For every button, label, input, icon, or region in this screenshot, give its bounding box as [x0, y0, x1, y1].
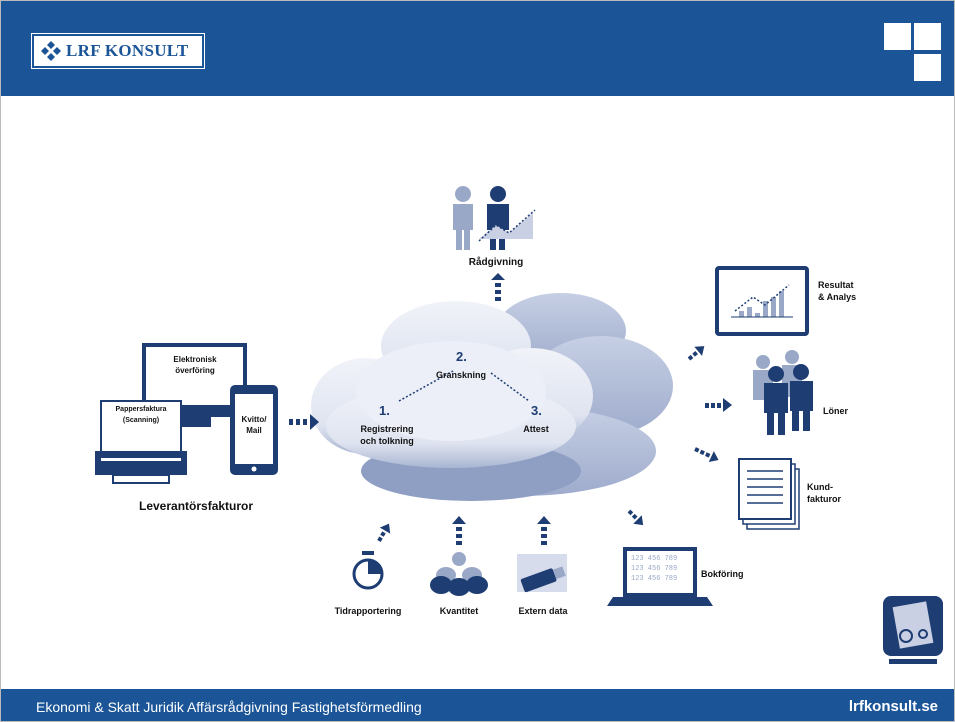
result-line1: Resultat — [818, 280, 854, 290]
corner-square-icon — [914, 54, 941, 81]
stopwatch-icon — [352, 551, 384, 590]
corner-square-icon — [914, 23, 941, 50]
external-data-label: Extern data — [518, 606, 568, 616]
customer-invoices-icon — [738, 458, 800, 530]
step-1-label: Registrering och tolkning — [347, 423, 427, 447]
invoices-line2: fakturor — [807, 494, 842, 504]
lrf-konsult-logo: LRF KONSULT — [31, 33, 205, 69]
digits-row: 123 456 789 — [631, 575, 678, 583]
result-analysis-chart-icon — [715, 266, 809, 336]
monitor-icon — [142, 343, 247, 427]
digits-row: 123 456 789 — [631, 555, 678, 563]
step-3-number: 3. — [531, 403, 542, 418]
corner-square-icon — [884, 23, 911, 50]
step-1-label-line2: och tolkning — [360, 436, 414, 446]
phone-icon — [230, 385, 278, 475]
paper-line1: Pappersfaktura — [115, 406, 167, 413]
quantity-people-icon — [430, 552, 488, 596]
suppliers-arrow-icon — [289, 414, 319, 430]
step-2-number: 2. — [456, 349, 467, 364]
footer-services: Ekonomi & Skatt Juridik Affärsrådgivning… — [36, 699, 422, 715]
header-bar: LRF KONSULT — [1, 1, 954, 96]
scanner-icon — [95, 400, 187, 484]
step-3-label: Attest — [523, 424, 549, 434]
electronic-line1: Elektronisk — [173, 355, 217, 364]
time-reporting-label: Tidrapportering — [334, 606, 402, 616]
advisory-people-icon — [453, 186, 536, 250]
laptop-bookkeeping-icon — [607, 547, 713, 606]
invoices-line1: Kund- — [807, 482, 833, 492]
digits-row: 123 456 789 — [631, 565, 678, 573]
footer-website-link[interactable]: lrfkonsult.se — [848, 698, 938, 715]
bookkeeping-label: Bokföring — [701, 569, 744, 579]
customer-invoices-label: Kund- fakturor — [807, 481, 841, 505]
result-analysis-label: Resultat & Analys — [818, 279, 856, 303]
electronic-line2: överföring — [175, 366, 215, 375]
tractor-badge-icon — [883, 596, 943, 664]
receipt-line2: Mail — [246, 426, 262, 435]
logo-text: LRF KONSULT — [66, 41, 189, 60]
receipt-mail-label: Kvitto/ Mail — [235, 414, 273, 436]
advisory-arrow-icon — [491, 273, 505, 301]
input-arrows — [377, 516, 551, 545]
cloud-front — [311, 301, 593, 468]
clover-logo-icon — [41, 41, 61, 61]
result-line2: & Analys — [818, 292, 857, 302]
staff-group-icon — [753, 350, 813, 435]
step-1-number: 1. — [379, 403, 390, 418]
external-data-usb-icon — [517, 554, 567, 593]
advisory-label: Rådgivning — [468, 257, 524, 268]
step-2-label: Granskning — [435, 370, 486, 380]
footer-bar: Ekonomi & Skatt Juridik Affärsrådgivning… — [1, 689, 954, 721]
laptop-screen-digits: 123 456 789 123 456 789 123 456 789 — [631, 554, 691, 584]
receipt-line1: Kvitto/ — [241, 415, 267, 424]
paper-invoice-label: Pappersfaktura (Scanning) — [102, 404, 180, 426]
supplier-invoices-title: Leverantörsfakturor — [139, 499, 254, 513]
step-1-label-line1: Registrering — [360, 424, 414, 434]
salaries-label: Löner — [823, 406, 849, 416]
electronic-transfer-label: Elektronisk överföring — [151, 354, 239, 376]
quantity-label: Kvantitet — [439, 606, 479, 616]
paper-line2: (Scanning) — [122, 417, 160, 424]
